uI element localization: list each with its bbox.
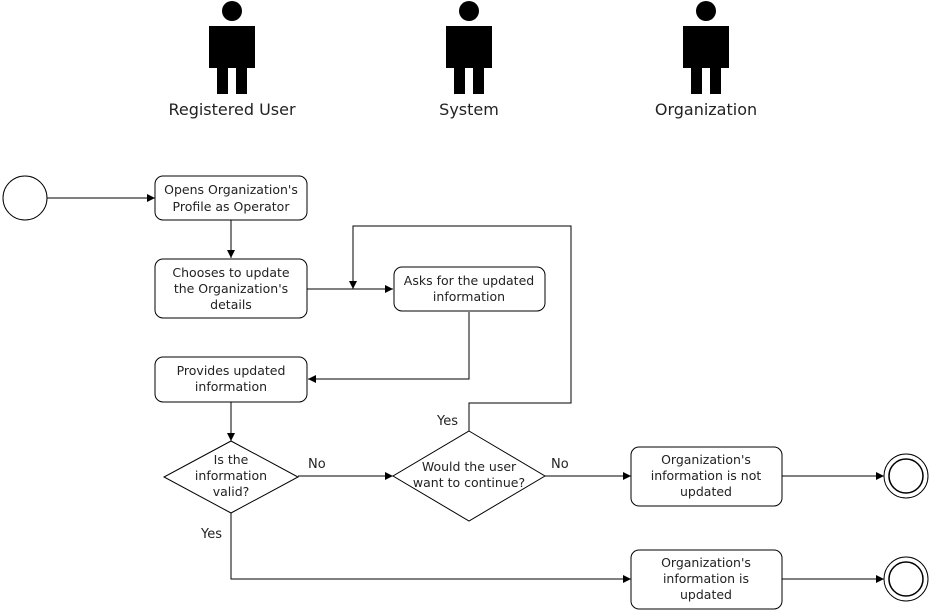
svg-text:information: information bbox=[195, 468, 267, 483]
svg-text:valid?: valid? bbox=[213, 484, 250, 499]
svg-text:information is: information is bbox=[663, 571, 749, 586]
svg-text:information: information bbox=[433, 289, 505, 304]
edge-continue-yes bbox=[349, 225, 572, 431]
svg-text:Opens Organization's: Opens Organization's bbox=[164, 182, 298, 197]
svg-text:Profile as Operator: Profile as Operator bbox=[173, 199, 291, 214]
actor-organization-icon bbox=[683, 1, 729, 94]
svg-text:Asks for the updated: Asks for the updated bbox=[404, 273, 534, 288]
svg-text:information is not: information is not bbox=[651, 468, 762, 483]
activity-chooses-update: Chooses to update the Organization's det… bbox=[154, 258, 308, 319]
activity-provides-info: Provides updated information bbox=[154, 356, 308, 403]
svg-text:Organization's: Organization's bbox=[661, 452, 751, 467]
lane-label-system: System bbox=[439, 100, 499, 119]
actor-registered-user-icon bbox=[209, 1, 255, 94]
actor-system-icon bbox=[446, 1, 492, 94]
edge-label-continue-yes: Yes bbox=[436, 414, 458, 429]
svg-text:want to continue?: want to continue? bbox=[413, 475, 525, 490]
svg-text:Chooses to update: Chooses to update bbox=[172, 265, 290, 280]
svg-text:Organization's: Organization's bbox=[661, 555, 751, 570]
activity-updated: Organization's information is updated bbox=[630, 549, 783, 610]
svg-text:updated: updated bbox=[680, 484, 732, 499]
lane-label-registered-user: Registered User bbox=[168, 100, 296, 119]
decision-user-continue: Would the user want to continue? bbox=[392, 430, 546, 522]
lane-label-organization: Organization bbox=[655, 100, 757, 119]
svg-text:the Organization's: the Organization's bbox=[174, 281, 288, 296]
svg-text:information: information bbox=[195, 379, 267, 394]
activity-opens-profile: Opens Organization's Profile as Operator bbox=[154, 175, 308, 221]
end-node-updated bbox=[883, 556, 929, 602]
svg-text:Provides updated: Provides updated bbox=[177, 363, 286, 378]
svg-text:Is the: Is the bbox=[214, 452, 249, 467]
edge-asks-to-provides bbox=[308, 312, 470, 383]
activity-not-updated: Organization's information is not update… bbox=[630, 446, 783, 507]
end-node-not-updated bbox=[883, 453, 929, 499]
decision-information-valid: Is the information valid? bbox=[162, 440, 300, 514]
activity-asks-info: Asks for the updated information bbox=[393, 266, 546, 312]
edge-valid-yes bbox=[230, 513, 631, 583]
edge-label-valid-no: No bbox=[308, 457, 326, 472]
svg-text:updated: updated bbox=[680, 587, 732, 602]
start-node bbox=[2, 175, 48, 221]
svg-text:Would the user: Would the user bbox=[422, 459, 517, 474]
edge-label-continue-no: No bbox=[551, 457, 569, 472]
edge-label-valid-yes: Yes bbox=[200, 527, 222, 542]
svg-text:details: details bbox=[210, 297, 252, 312]
